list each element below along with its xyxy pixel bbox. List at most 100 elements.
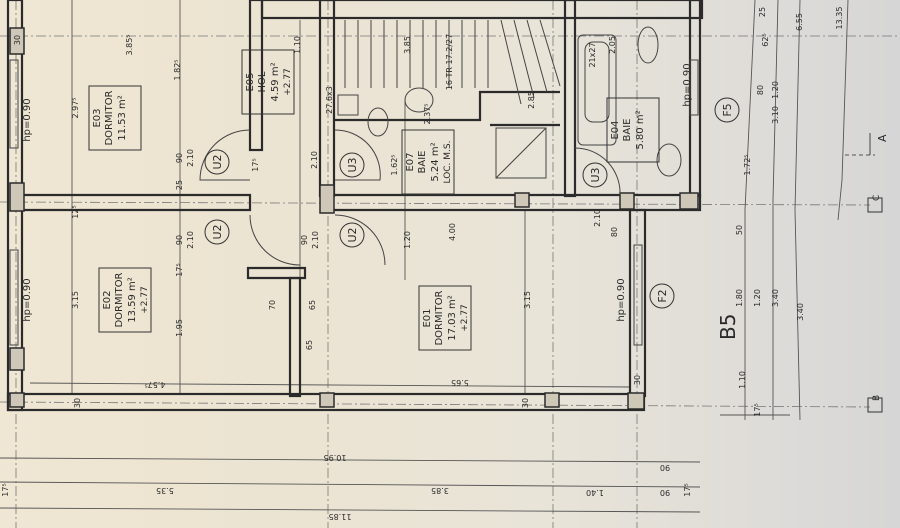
opening-tag: U2 (346, 227, 359, 242)
dimension-label: 65 (305, 340, 314, 350)
dimension-label: 90 (300, 235, 309, 245)
dimension-label: 1.10 (738, 371, 747, 389)
dimension-label: 4.00 (448, 223, 457, 241)
dimension-label: 3.10 (771, 106, 780, 124)
dimension-label: 90 (175, 235, 184, 245)
dimension-label: 30 (73, 398, 82, 408)
sanitary-fixtures (337, 26, 682, 179)
svg-text:B: B (872, 395, 882, 401)
room-code: E05 (245, 72, 256, 91)
room-level: +2.77 (460, 304, 470, 332)
dimension-label: 11.85 (329, 512, 352, 521)
stair-tread (513, 19, 535, 99)
opening-tag-circle (204, 149, 230, 175)
axis-marker-c: C (867, 195, 883, 213)
dimension-label: 2.10 (186, 231, 195, 249)
dimension-label: 3.85⁵ (125, 34, 134, 55)
dimension-label: 3.40 (771, 289, 780, 307)
dimension-lines (0, 0, 849, 513)
room-level: +2.77 (140, 286, 150, 314)
dimension-label: 2.10 (310, 151, 319, 169)
room-name: HOL (257, 71, 268, 92)
dimension-label: 2.37⁵ (423, 103, 432, 124)
room-level: +2.77 (283, 68, 293, 96)
dimension-label: 12⁵ (71, 205, 80, 218)
dimension-label: 3.85 (431, 486, 449, 495)
dimension-label: 90 (660, 463, 670, 472)
dimension-label: 90 (660, 488, 670, 497)
dimension-label: 30 (521, 398, 530, 408)
opening-tag: U2 (211, 154, 224, 169)
dimension-label: 65 (308, 300, 317, 310)
room-name: DORMITOR (434, 290, 445, 345)
room-name: DORMITOR (114, 272, 125, 327)
dimension-label: 17⁵ (1, 483, 10, 496)
opening-tag-circle (204, 219, 230, 245)
dimension-label: 25 (758, 7, 767, 17)
dimension-label: 1.10 (293, 36, 302, 54)
staircase (344, 19, 561, 105)
dimension-label: 3.15 (71, 291, 80, 309)
opening-tag: F2 (656, 289, 669, 302)
dimension-label: 25 (175, 180, 184, 190)
dimension-label: 1.95 (175, 319, 184, 337)
sill-height: hp=0.90 (616, 278, 627, 321)
room-code: E04 (610, 120, 621, 139)
dimension-label: 30 (633, 375, 642, 385)
opening-tag: U2 (211, 224, 224, 239)
dimension-label: 1.62⁵ (390, 154, 399, 175)
sill-height: hp=0.90 (22, 98, 33, 141)
dimension-label: 21x27 (588, 42, 597, 67)
room-code: E01 (422, 308, 433, 327)
room-area: 17.03 m² (447, 295, 458, 341)
stair-tread (526, 19, 548, 93)
room-label-box (88, 85, 142, 151)
dimension-label: 6.55 (795, 13, 804, 31)
room-label-box (241, 49, 295, 115)
columns (9, 27, 699, 410)
room-area: 13.59 m² (127, 277, 138, 323)
dimension-label: 1.82⁵ (173, 59, 182, 80)
dimension-label: 70 (268, 300, 277, 310)
section-marker-label: A (876, 134, 889, 142)
room-area: 4.59 m² (270, 62, 281, 101)
dimension-label: 13.35 (835, 7, 844, 30)
walls (6, 0, 704, 412)
sill-height: hp=0.90 (22, 278, 33, 321)
axis-marker-b: B (867, 395, 883, 413)
sill-height: hp=0.90 (682, 63, 693, 106)
dimension-label: 17⁵ (753, 403, 762, 416)
room-code: E02 (102, 290, 113, 309)
dimension-label: 2.10 (311, 231, 320, 249)
dimension-label: 17⁵ (175, 263, 184, 276)
dimension-label: 17⁵ (251, 158, 260, 171)
dimension-label: 2.85 (527, 91, 536, 109)
dimension-label: 3.85 (403, 36, 412, 54)
room-label-box (606, 97, 660, 163)
dimension-label: 2.97⁵ (71, 97, 80, 118)
dimension-label: 1.80 (735, 289, 744, 307)
opening-tag-circle (714, 97, 740, 123)
opening-tag-circle (339, 222, 365, 248)
dimension-label: 10.95 (324, 453, 347, 462)
dimension-label: 2.10 (186, 149, 195, 167)
dimension-label: 80 (610, 227, 619, 237)
stair-tread (500, 19, 522, 105)
dimension-label: 1.20 (403, 231, 412, 249)
dimension-label: 5.65 (451, 378, 469, 387)
opening-tag: U3 (589, 167, 602, 182)
dimension-label: 1.20 (771, 81, 780, 99)
opening-tag-circle (339, 152, 365, 178)
opening-tag-circle (582, 162, 608, 188)
dimension-label: 1.40 (586, 488, 604, 497)
dimension-label: 62⁵ (761, 33, 770, 46)
dimension-label: 1.20 (753, 289, 762, 307)
stair-tread (539, 19, 561, 87)
opening-tag-circle (649, 283, 675, 309)
dimension-label: 2.05 (608, 36, 617, 54)
dimension-label: 3.40 (796, 303, 805, 321)
room-name: BAIE (417, 151, 428, 174)
handwritten-note: B5 (716, 314, 740, 340)
dimension-label: 17⁵ (683, 483, 692, 496)
